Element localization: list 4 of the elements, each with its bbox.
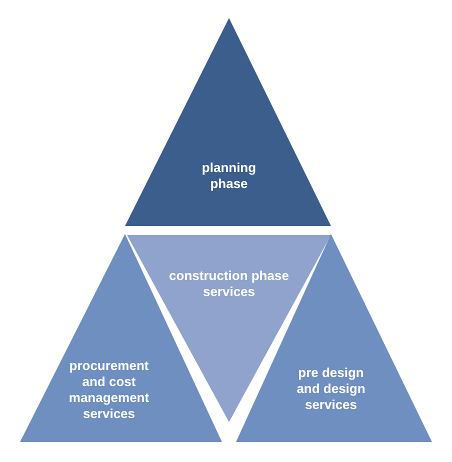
phase-label: pre design and design services [296, 365, 366, 413]
phase-label: procurement and cost management services [68, 358, 150, 422]
phase-label: construction phase services [169, 268, 289, 300]
phase-label: planning phase [200, 160, 258, 192]
